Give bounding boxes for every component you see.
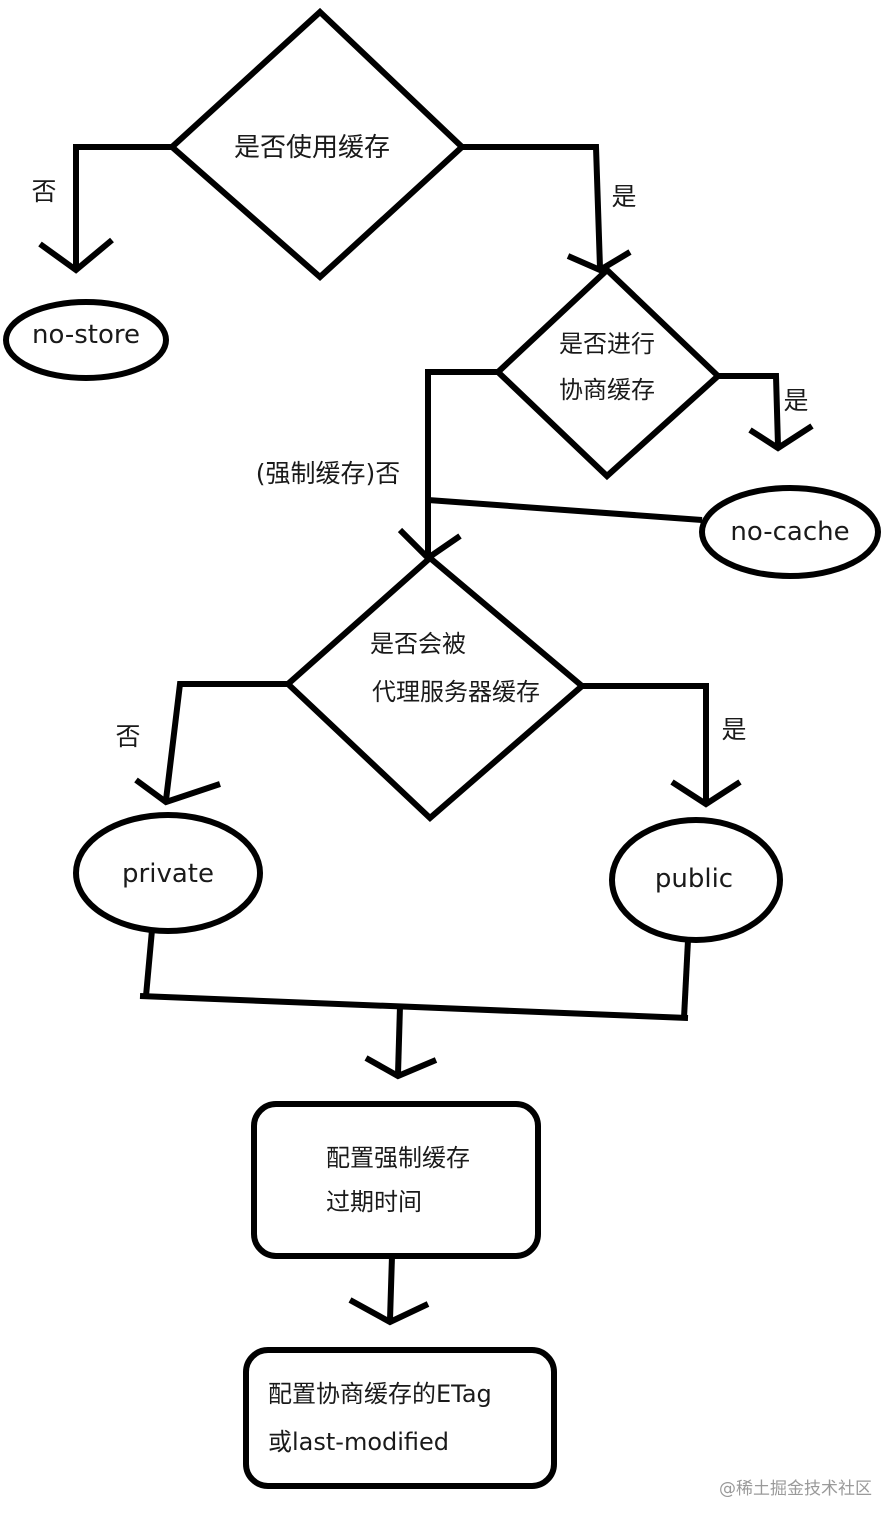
- edge-negotiate-yes: [718, 373, 781, 447]
- edge-label-negotiate-no: (强制缓存)否: [256, 459, 401, 488]
- box-force-cache-label-2: 过期时间: [326, 1188, 422, 1216]
- edge-proxy-yes: [582, 683, 709, 802]
- decision-negotiate-label-2: 协商缓存: [559, 376, 655, 404]
- edge-proxy-no: [163, 681, 288, 801]
- box-negotiate-cache-label-2: 或last-modified: [268, 1428, 449, 1456]
- edge-label-proxy-yes: 是: [721, 715, 746, 744]
- decision-negotiate: [493, 265, 723, 481]
- edge-private-down: [143, 929, 155, 997]
- arrowhead-to-no-store: [38, 237, 114, 274]
- arrowhead-to-force-cache-box: [364, 1055, 438, 1080]
- terminal-no-store-label: no-store: [32, 320, 140, 350]
- arrowhead-to-decision-negotiate: [566, 249, 632, 274]
- watermark-text: @稀土掘金技术社区: [719, 1479, 872, 1499]
- box-negotiate-cache: [243, 1347, 557, 1489]
- terminal-public-label: public: [655, 864, 733, 894]
- edge-label-negotiate-yes: 是: [783, 386, 808, 415]
- terminal-private: [73, 812, 263, 934]
- box-force-cache: [251, 1101, 541, 1259]
- arrowhead-to-public: [670, 779, 742, 808]
- edge-merge-bar: [139, 993, 689, 1021]
- edge-public-down: [681, 939, 691, 1019]
- edge-merge-down: [395, 1005, 403, 1075]
- terminal-no-cache-label: no-cache: [730, 517, 849, 547]
- edge-label-use-no: 否: [31, 177, 56, 206]
- arrowhead-to-no-cache: [748, 423, 814, 452]
- edge-label-proxy-no: 否: [115, 722, 140, 751]
- terminal-public: [609, 817, 783, 943]
- edge-negotiate-no: [425, 369, 498, 556]
- box-force-cache-label-1: 配置强制缓存: [326, 1144, 470, 1172]
- arrowhead-to-private: [134, 777, 221, 806]
- edge-no-cache-to-force: [427, 497, 703, 523]
- decision-proxy: [283, 554, 587, 823]
- decision-proxy-label-2: 代理服务器缓存: [372, 678, 540, 706]
- edge-force-to-negotiate: [387, 1255, 395, 1321]
- decision-use-cache: [167, 7, 467, 282]
- decision-proxy-label-1: 是否会被: [370, 630, 466, 658]
- edge-use-cache-yes: [462, 144, 603, 269]
- decision-use-cache-label: 是否使用缓存: [234, 133, 390, 163]
- terminal-no-store: [3, 299, 169, 381]
- arrowhead-to-negotiate-cache-box: [348, 1297, 430, 1326]
- box-negotiate-cache-label-1: 配置协商缓存的ETag: [268, 1380, 492, 1408]
- edge-use-cache-no: [73, 144, 172, 268]
- edge-label-use-yes: 是: [611, 182, 636, 211]
- decision-negotiate-label-1: 是否进行: [559, 330, 655, 358]
- terminal-private-label: private: [122, 859, 214, 889]
- terminal-no-cache: [699, 485, 881, 579]
